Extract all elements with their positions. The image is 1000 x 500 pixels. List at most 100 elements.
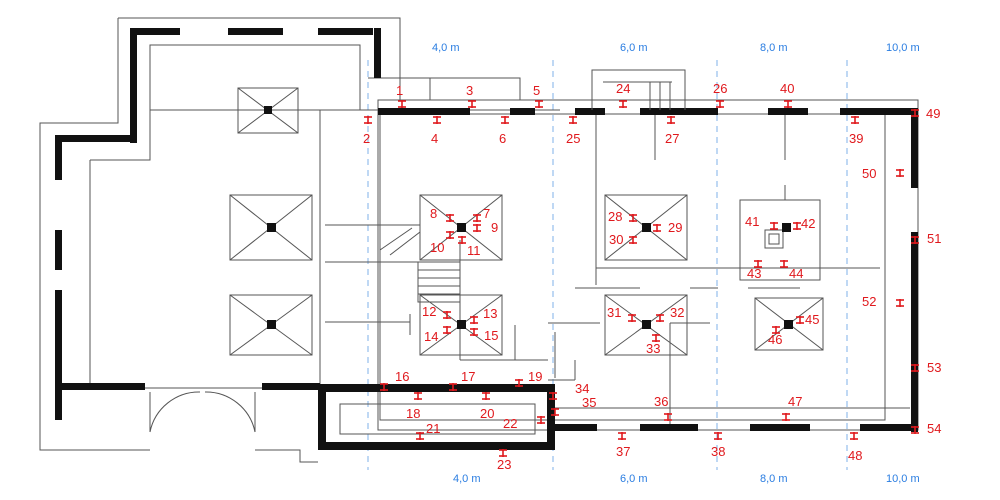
measurement-marker: 7 — [473, 206, 490, 222]
measurement-marker: 42 — [793, 216, 815, 231]
measurement-label: 38 — [711, 444, 725, 459]
measurement-label: 45 — [805, 312, 819, 327]
measurement-label: 1 — [396, 83, 403, 98]
measurement-label: 33 — [646, 341, 660, 356]
measurement-marker: 33 — [646, 334, 660, 356]
measurement-label: 10 — [430, 240, 444, 255]
measurement-marker: 12 — [422, 304, 451, 319]
measurement-label: 30 — [609, 232, 623, 247]
measurement-label: 14 — [424, 329, 438, 344]
measurement-marker: 44 — [780, 260, 803, 281]
measurement-label: 42 — [801, 216, 815, 231]
measurement-label: 17 — [461, 369, 475, 384]
measurement-label: 7 — [483, 206, 490, 221]
measurement-marker: 45 — [796, 312, 819, 327]
left-wing — [39, 17, 560, 463]
measurement-marker: 46 — [768, 326, 782, 347]
measurement-label: 46 — [768, 332, 782, 347]
measurement-label: 41 — [745, 214, 759, 229]
measurement-marker: 21 — [416, 421, 440, 440]
measurement-label: 12 — [422, 304, 436, 319]
measurement-marker: 4 — [431, 116, 441, 146]
measurement-marker: 16 — [380, 369, 409, 391]
dim-top-8m: 8,0 m — [760, 42, 788, 54]
measurement-marker: 20 — [480, 392, 494, 421]
measurement-label: 23 — [497, 457, 511, 472]
measurement-label: 53 — [927, 360, 941, 375]
measurement-label: 2 — [363, 131, 370, 146]
measurement-marker: 28 — [608, 209, 637, 224]
measurement-label: 13 — [483, 306, 497, 321]
measurement-marker: 32 — [656, 305, 684, 322]
measurement-marker: 29 — [653, 220, 682, 235]
measurement-marker: 8 — [430, 206, 454, 222]
measurement-marker: 41 — [745, 214, 778, 230]
measurement-label: 19 — [528, 369, 542, 384]
measurement-label: 34 — [575, 381, 589, 396]
measurement-marker: 38 — [711, 432, 725, 459]
measurement-marker: 36 — [654, 394, 672, 421]
measurement-marker: 22 — [503, 416, 545, 431]
dim-top-10m: 10,0 m — [886, 42, 920, 54]
measurement-marker: 39 — [849, 116, 863, 146]
measurement-label: 6 — [499, 131, 506, 146]
measurement-label: 22 — [503, 416, 517, 431]
dim-bottom-8m: 8,0 m — [760, 473, 788, 485]
measurement-marker: 23 — [497, 449, 511, 472]
measurement-marker: 1 — [396, 83, 406, 108]
measurement-marker: 14 — [424, 326, 451, 344]
measurement-label: 4 — [431, 131, 438, 146]
measurement-label: 39 — [849, 131, 863, 146]
measurement-marker: 49 — [911, 106, 940, 121]
measurement-label: 52 — [862, 294, 876, 309]
measurement-marker: 10 — [430, 231, 454, 255]
measurement-marker: 50 — [862, 166, 904, 181]
measurement-label: 16 — [395, 369, 409, 384]
right-block — [318, 69, 919, 450]
measurement-label: 5 — [533, 83, 540, 98]
measurement-label: 3 — [466, 83, 473, 98]
measurement-marker: 53 — [911, 360, 941, 375]
measurement-marker: 34 — [549, 381, 589, 400]
measurement-marker: 9 — [473, 220, 498, 235]
measurement-label: 20 — [480, 406, 494, 421]
dim-bottom-10m: 10,0 m — [886, 473, 920, 485]
measurement-label: 8 — [430, 206, 437, 221]
measurement-marker: 17 — [449, 369, 475, 391]
measurement-marker: 47 — [782, 394, 802, 421]
measurement-marker: 25 — [566, 116, 580, 146]
measurement-marker: 2 — [363, 116, 372, 146]
measurement-marker: 37 — [616, 432, 630, 459]
measurement-label: 36 — [654, 394, 668, 409]
measurement-marker: 6 — [499, 116, 509, 146]
measurement-label: 47 — [788, 394, 802, 409]
dimensions-bottom: 4,0 m 6,0 m 8,0 m 10,0 m — [453, 473, 920, 485]
dim-bottom-4m: 4,0 m — [453, 473, 481, 485]
measurement-marker: 15 — [470, 328, 498, 343]
measurement-label: 31 — [607, 305, 621, 320]
measurement-marker: 54 — [911, 421, 941, 436]
measurement-marker: 5 — [533, 83, 543, 108]
measurement-marker: 35 — [551, 395, 596, 416]
measurement-marker: 24 — [616, 81, 630, 108]
measurement-label: 44 — [789, 266, 803, 281]
measurement-marker: 3 — [466, 83, 476, 108]
dimensions-top: 4,0 m 6,0 m 8,0 m 10,0 m — [432, 42, 920, 54]
measurement-marker: 31 — [607, 305, 636, 322]
measurement-marker: 18 — [406, 392, 422, 421]
measurement-label: 26 — [713, 81, 727, 96]
measurement-label: 49 — [926, 106, 940, 121]
measurement-label: 51 — [927, 231, 941, 246]
measurement-label: 50 — [862, 166, 876, 181]
measurement-marker: 30 — [609, 232, 637, 247]
measurement-label: 24 — [616, 81, 630, 96]
measurement-marker: 40 — [780, 81, 794, 108]
measurement-marker: 27 — [665, 116, 679, 146]
measurement-label: 32 — [670, 305, 684, 320]
measurement-marker: 52 — [862, 294, 904, 309]
measurement-label: 37 — [616, 444, 630, 459]
measurement-marker: 11 — [458, 236, 481, 258]
measurement-marker: 26 — [713, 81, 727, 108]
measurement-label: 54 — [927, 421, 941, 436]
